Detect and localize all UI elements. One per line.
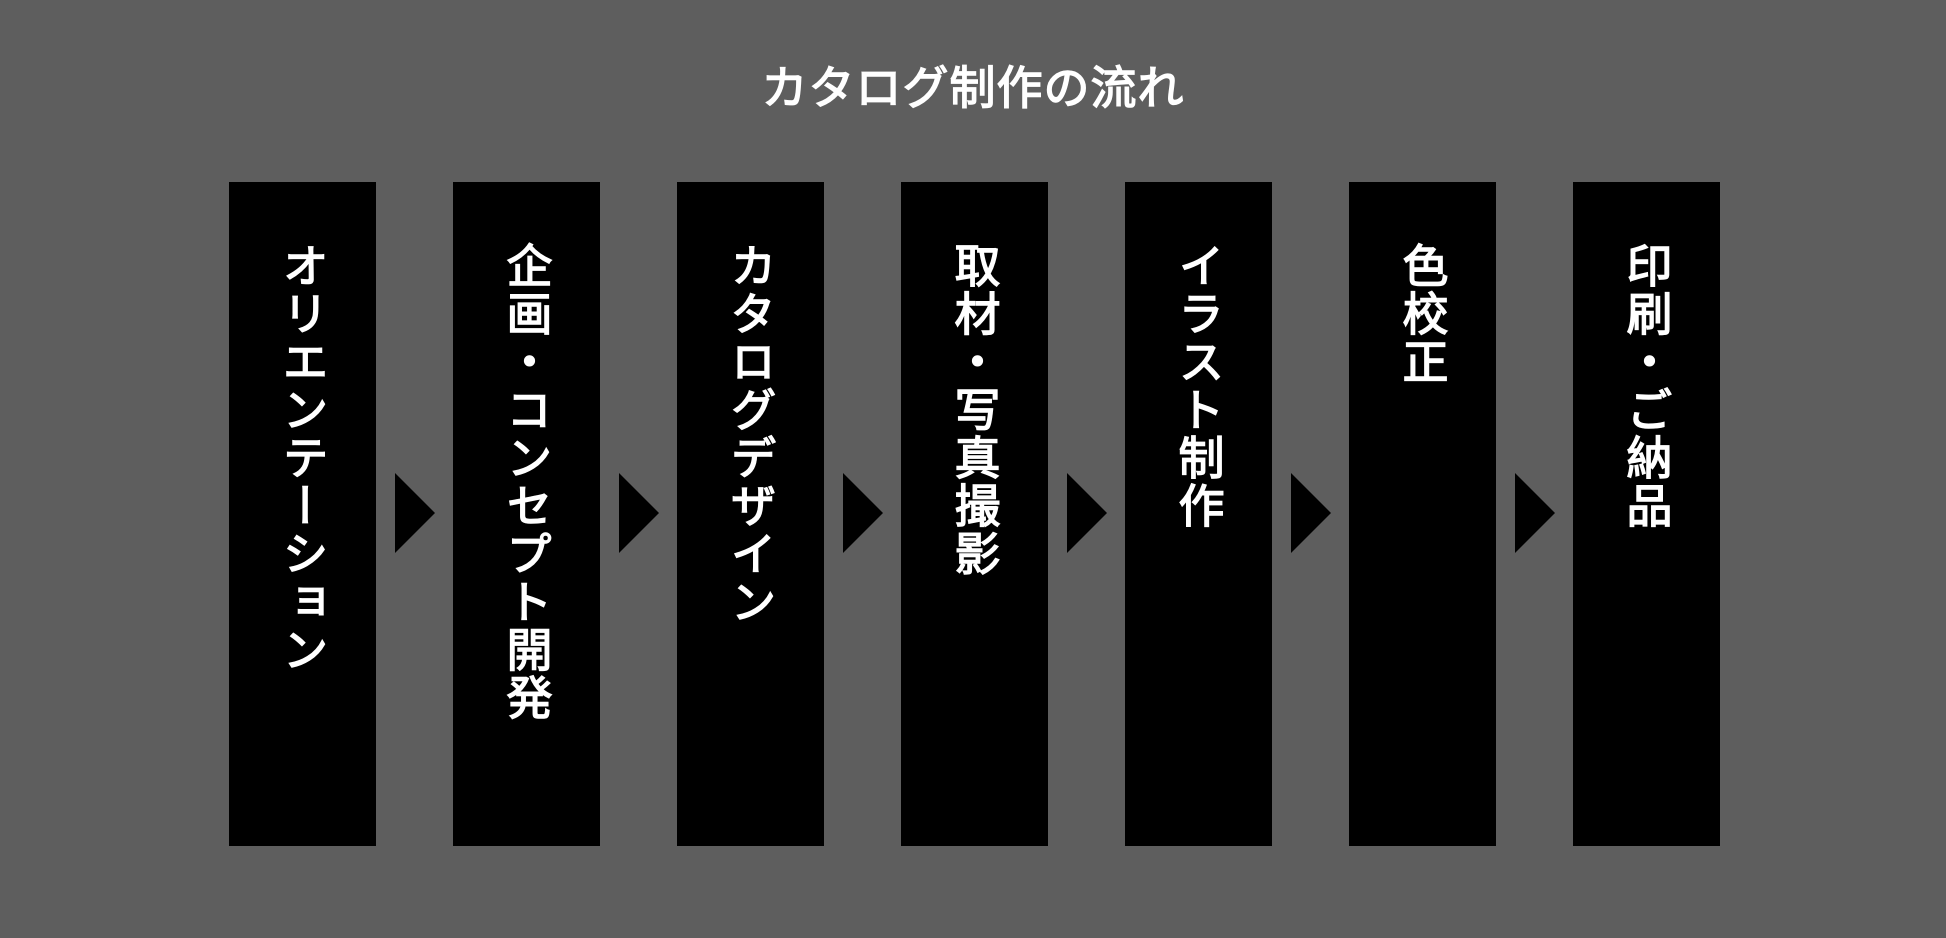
step-1-box: オリエンテーション <box>229 182 376 846</box>
step-6-box: 色校正 <box>1349 182 1496 846</box>
step-4-box: 取材・写真撮影 <box>901 182 1048 846</box>
arrow-right-icon <box>395 473 435 553</box>
step-2-box: 企画・コンセプト開発 <box>453 182 600 846</box>
page-title: カタログ制作の流れ <box>761 61 1185 115</box>
step-7-label: 印刷・ご納品 <box>1619 242 1674 530</box>
step-5-label: イラスト制作 <box>1171 242 1226 530</box>
arrow-right-icon <box>1515 473 1555 553</box>
step-1-label: オリエンテーション <box>275 242 330 674</box>
arrow-right-icon <box>619 473 659 553</box>
step-5-box: イラスト制作 <box>1125 182 1272 846</box>
arrow-right-icon <box>843 473 883 553</box>
arrow-right-icon <box>1067 473 1107 553</box>
arrow-right-icon <box>1291 473 1331 553</box>
step-6-label: 色校正 <box>1395 242 1450 386</box>
step-3-box: カタログデザイン <box>677 182 824 846</box>
step-3-label: カタログデザイン <box>723 242 778 626</box>
step-7-box: 印刷・ご納品 <box>1573 182 1720 846</box>
step-2-label: 企画・コンセプト開発 <box>499 242 554 722</box>
step-4-label: 取材・写真撮影 <box>947 242 1002 578</box>
